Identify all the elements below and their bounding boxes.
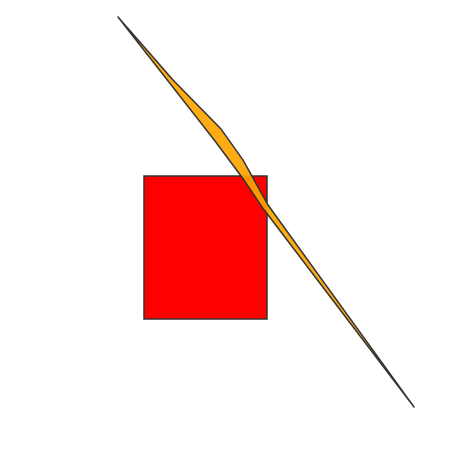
red-square xyxy=(143,175,268,320)
orange-sliver xyxy=(117,16,415,408)
